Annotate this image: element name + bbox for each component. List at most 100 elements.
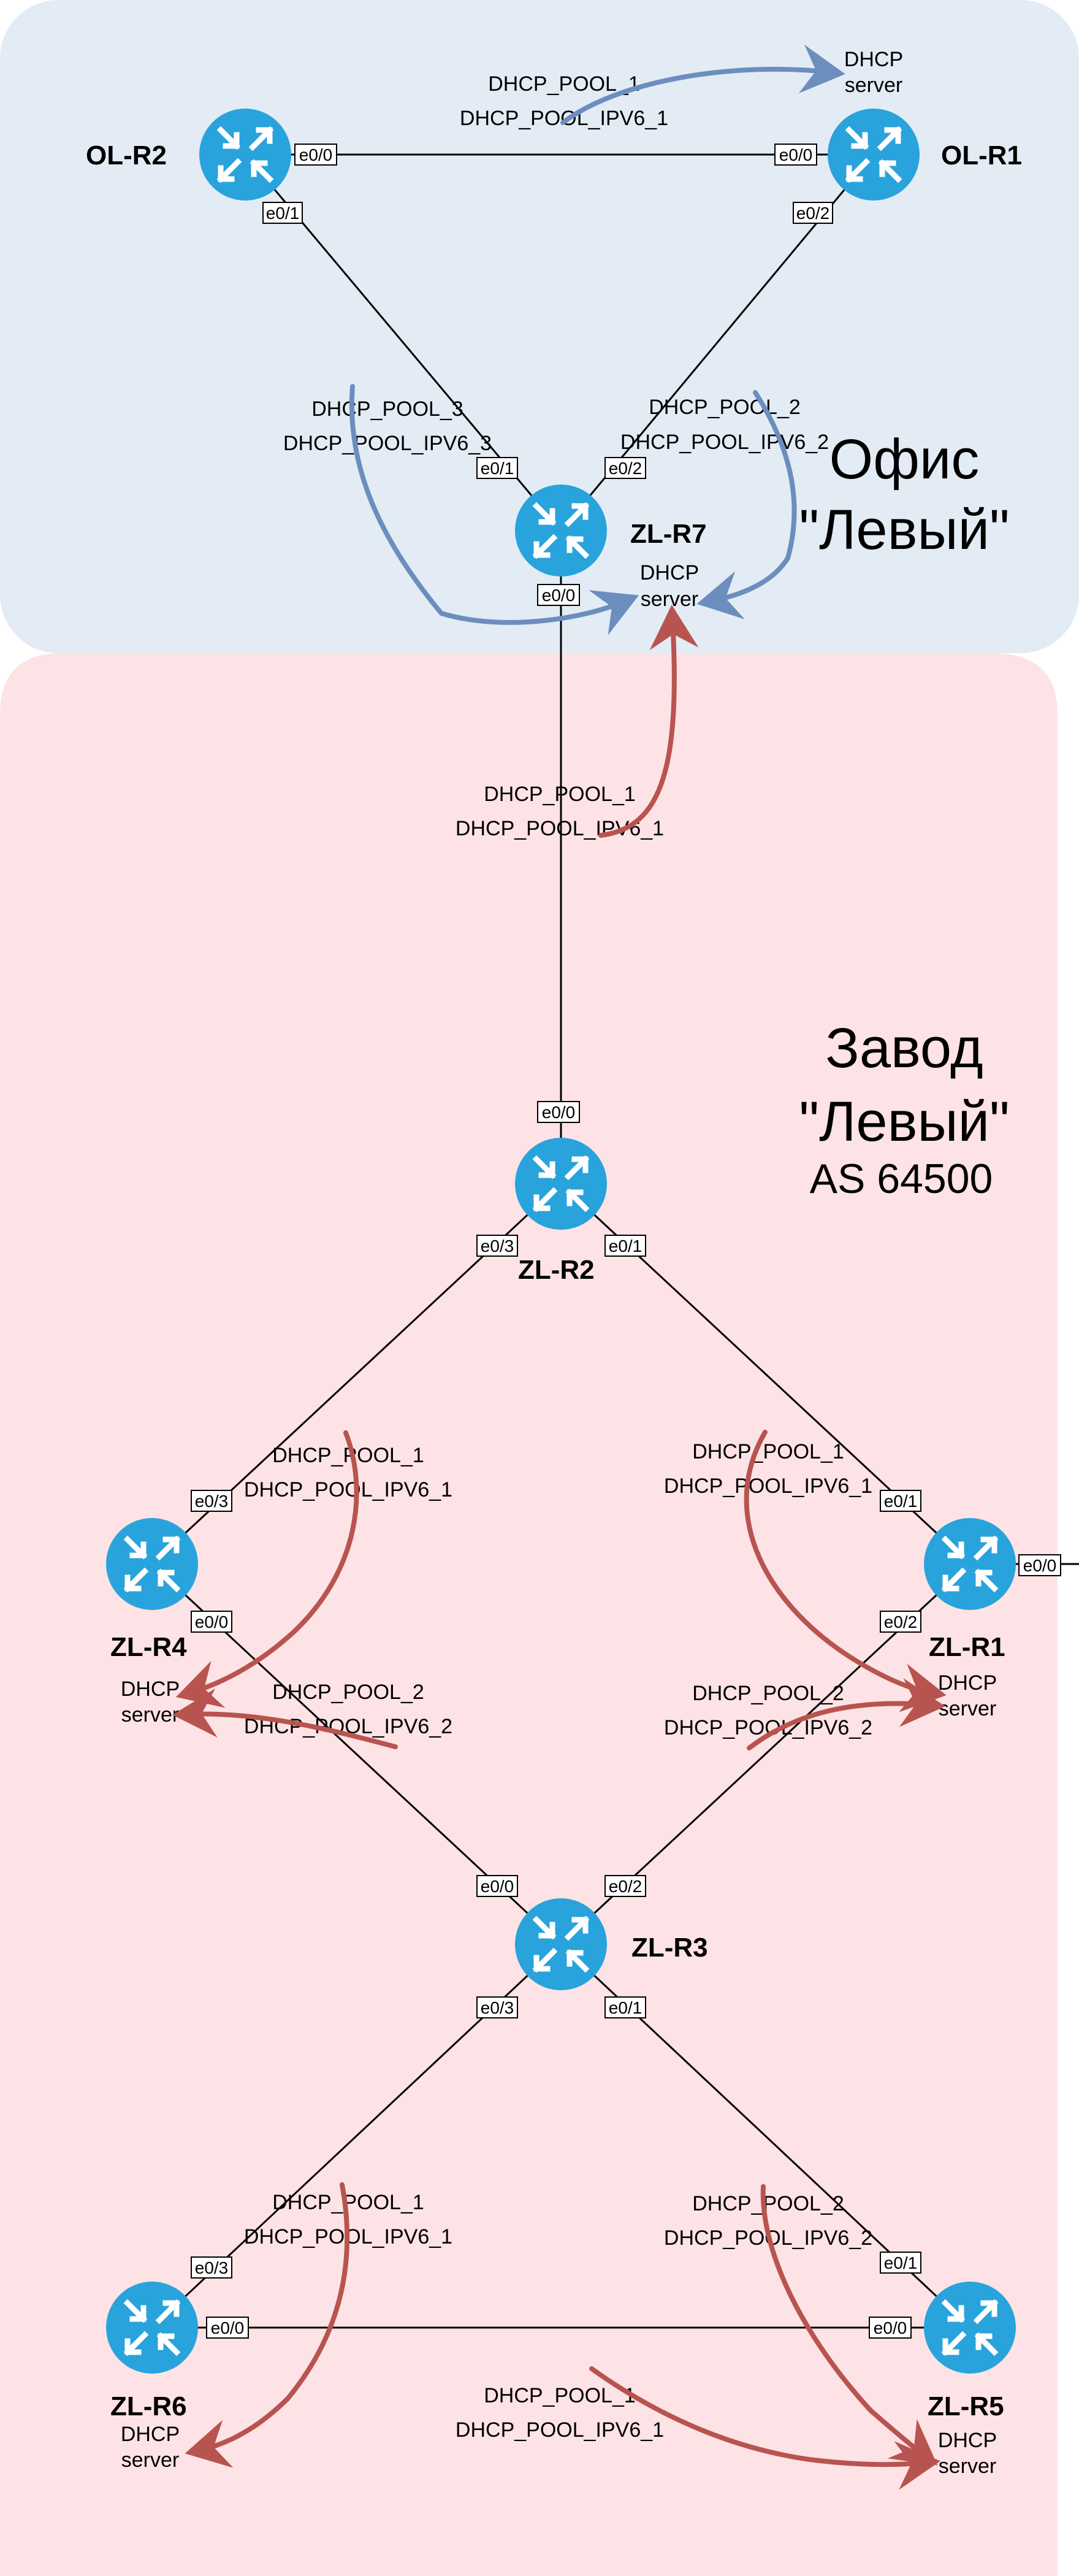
router-icon[interactable] <box>106 1518 198 1610</box>
iface-tag: e0/0 <box>537 1101 580 1123</box>
pool-label-v4: DHCP_POOL_2 <box>272 1681 424 1704</box>
iface-tag: e0/0 <box>869 2317 912 2339</box>
router-icon[interactable] <box>199 109 291 201</box>
plant-zone-title-line2: "Левый" <box>799 1091 1009 1153</box>
iface-tag: e0/1 <box>604 1996 646 2018</box>
router-label-zl-r4: ZL-R4 <box>110 1632 187 1662</box>
pool-label-v6: DHCP_POOL_IPV6_1 <box>244 1478 452 1501</box>
router-icon[interactable] <box>515 1898 607 1990</box>
iface-tag: e0/1 <box>604 1235 646 1257</box>
dhcp-arrow-office <box>560 44 845 125</box>
iface-tag: e0/2 <box>793 202 833 224</box>
dhcp-server-label: DHCP server <box>844 48 903 97</box>
plant-zone-title-line1: Завод <box>825 1017 983 1079</box>
pool-label-v6: DHCP_POOL_IPV6_1 <box>456 817 664 840</box>
router-icon[interactable] <box>924 2282 1016 2374</box>
svg-text:e0/1: e0/1 <box>609 1236 642 1255</box>
svg-text:e0/0: e0/0 <box>195 1612 229 1631</box>
dhcp-arrow-office <box>349 384 639 635</box>
router-label-zl-r2: ZL-R2 <box>518 1255 595 1285</box>
iface-tag: e0/3 <box>476 1996 518 2018</box>
iface-tag: e0/0 <box>476 1875 518 1897</box>
svg-text:DHCP: DHCP <box>938 2429 997 2452</box>
svg-text:DHCP: DHCP <box>640 561 699 585</box>
svg-text:e0/0: e0/0 <box>481 1877 514 1896</box>
svg-text:DHCP: DHCP <box>938 1671 997 1695</box>
svg-text:e0/1: e0/1 <box>884 2253 918 2272</box>
pool-label-v6: DHCP_POOL_IPV6_1 <box>460 107 668 130</box>
router-label-zl-r3: ZL-R3 <box>631 1933 708 1963</box>
svg-text:e0/2: e0/2 <box>609 459 642 478</box>
dhcp-server-label: DHCP server <box>938 1671 997 1720</box>
iface-tag: e0/1 <box>880 1490 921 1512</box>
svg-text:server: server <box>121 2448 179 2472</box>
dhcp-arrow-plant <box>172 1688 398 1749</box>
dhcp-arrow-plant <box>760 2184 938 2466</box>
dhcp-arrow-office <box>696 390 797 619</box>
svg-text:server: server <box>939 1697 996 1720</box>
router-icon[interactable] <box>515 1138 607 1230</box>
pool-label-v6: DHCP_POOL_IPV6_1 <box>664 1474 872 1498</box>
svg-text:e0/0: e0/0 <box>542 1103 576 1122</box>
iface-tag: e0/0 <box>537 584 580 606</box>
svg-text:e0/1: e0/1 <box>884 1492 918 1511</box>
pool-label-v4: DHCP_POOL_1 <box>484 2384 636 2407</box>
pool-label-v4: DHCP_POOL_1 <box>484 783 636 806</box>
router-icon[interactable] <box>106 2282 198 2374</box>
router-label-zl-r5: ZL-R5 <box>928 2391 1004 2421</box>
dhcp-arrow-plant <box>176 1430 359 1708</box>
pool-label-v4: DHCP_POOL_2 <box>649 396 801 419</box>
iface-tag: e0/0 <box>191 1611 232 1633</box>
pool-label-v6: DHCP_POOL_IPV6_2 <box>620 431 829 454</box>
svg-text:server: server <box>939 2455 996 2478</box>
svg-text:e0/1: e0/1 <box>609 1998 642 2017</box>
iface-tag: e0/3 <box>191 2256 232 2279</box>
svg-text:e0/0: e0/0 <box>779 145 813 164</box>
svg-text:DHCP: DHCP <box>121 1677 180 1701</box>
dhcp-arrows <box>172 44 947 2490</box>
svg-text:server: server <box>845 74 902 97</box>
iface-tag: e0/1 <box>880 2252 921 2274</box>
svg-text:e0/3: e0/3 <box>481 1236 514 1255</box>
iface-tag: e0/2 <box>880 1611 921 1633</box>
dhcp-server-label: DHCP server <box>121 2423 180 2472</box>
dhcp-server-label: DHCP server <box>938 2429 997 2478</box>
interface-tags: e0/0 e0/1 e0/0 e0/2 e0/1 e0/2 e0/0 e0/0 … <box>191 144 1061 2339</box>
svg-text:e0/3: e0/3 <box>195 1492 229 1511</box>
iface-tag: e0/2 <box>604 1875 646 1897</box>
svg-text:e0/0: e0/0 <box>211 2318 245 2337</box>
router-label-ol-r1: OL-R1 <box>941 140 1022 171</box>
svg-text:e0/0: e0/0 <box>874 2318 907 2337</box>
plant-as-number: AS 64500 <box>810 1156 993 1202</box>
svg-text:e0/2: e0/2 <box>609 1877 642 1896</box>
iface-tag: e0/3 <box>476 1235 518 1257</box>
pool-label-v4: DHCP_POOL_2 <box>692 1682 844 1705</box>
router-label-ol-r2: OL-R2 <box>86 140 167 171</box>
svg-text:DHCP: DHCP <box>844 48 903 71</box>
router-icon[interactable] <box>828 109 920 201</box>
iface-tag: e0/0 <box>1018 1554 1061 1576</box>
svg-text:server: server <box>121 1703 179 1727</box>
pool-label-v6: DHCP_POOL_IPV6_3 <box>283 432 492 455</box>
svg-text:server: server <box>641 588 698 611</box>
pool-label-v4: DHCP_POOL_3 <box>311 397 463 421</box>
iface-tag: e0/2 <box>604 457 646 479</box>
office-zone-title-line2: "Левый" <box>799 499 1009 561</box>
router-icon[interactable] <box>924 1518 1016 1610</box>
iface-tag: e0/1 <box>476 457 518 479</box>
svg-text:DHCP: DHCP <box>121 2423 180 2446</box>
iface-tag: e0/0 <box>774 144 817 166</box>
pool-label-v6: DHCP_POOL_IPV6_1 <box>456 2418 664 2442</box>
svg-text:e0/3: e0/3 <box>481 1998 514 2017</box>
router-label-zl-r1: ZL-R1 <box>929 1632 1005 1662</box>
svg-text:e0/0: e0/0 <box>299 145 333 164</box>
dhcp-server-label: DHCP server <box>121 1677 180 1727</box>
router-icon[interactable] <box>515 485 607 577</box>
dhcp-arrow-plant <box>598 605 699 838</box>
pool-label-v4: DHCP_POOL_1 <box>692 1440 844 1463</box>
router-label-zl-r6: ZL-R6 <box>110 2391 187 2421</box>
svg-text:e0/2: e0/2 <box>884 1612 918 1631</box>
svg-text:e0/1: e0/1 <box>481 459 514 478</box>
svg-text:e0/0: e0/0 <box>542 586 576 605</box>
